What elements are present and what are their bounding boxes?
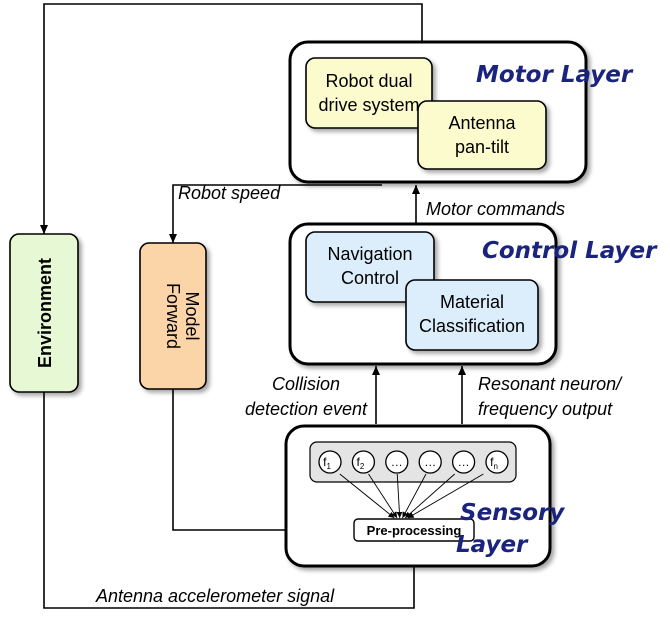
antenna-pan-tilt-box: [417, 100, 547, 170]
connectors: [40, 3, 466, 609]
preprocessing-label: Pre-processing: [367, 523, 462, 538]
fan-lines: [339, 473, 484, 519]
frequency-node-label: …: [458, 455, 470, 469]
fan-line: [407, 473, 484, 519]
robot-drive-label-1: Robot dual: [325, 71, 412, 91]
robot-speed-label: Robot speed: [178, 183, 281, 203]
forward-model-label-1: Forward: [163, 283, 183, 349]
robot-drive-box: [305, 57, 433, 129]
accelerometer-line: [43, 392, 418, 609]
resonant-label-2: frequency output: [478, 399, 613, 419]
frequency-node: [418, 450, 442, 474]
antenna-label-2: pan-tilt: [455, 137, 509, 157]
motor-commands-label: Motor commands: [426, 199, 565, 219]
frequency-node-label: f2: [357, 455, 365, 471]
material-label-2: Classification: [419, 316, 525, 336]
frequency-node-label: f1: [323, 455, 331, 471]
collision-label-1: Collision: [272, 374, 340, 394]
robot-drive-label-2: drive system: [318, 95, 419, 115]
frequency-node-label: …: [424, 455, 436, 469]
frequency-node-label: fn: [490, 455, 498, 471]
preprocessing-box: [353, 518, 475, 542]
antenna-label-1: Antenna: [448, 113, 516, 133]
frequency-nodes: f1 f2 … … … fn: [318, 450, 509, 474]
frequency-node: [318, 450, 342, 474]
frequency-node: [485, 450, 509, 474]
navigation-control-box: [305, 231, 435, 303]
forward-model-box: [139, 242, 207, 390]
frequency-node-label: …: [391, 455, 403, 469]
forward-model-label-2: Model: [182, 291, 202, 340]
frequency-node: [385, 450, 409, 474]
navigation-label-1: Navigation: [327, 244, 412, 264]
material-label-1: Material: [440, 292, 504, 312]
sensory-layer-title-1: Sensory: [460, 500, 565, 526]
environment-label: Environment: [35, 258, 55, 368]
environment-box: [9, 233, 79, 393]
sensory-layer-title-2: Layer: [456, 532, 529, 558]
motor-layer-title: Motor Layer: [476, 62, 634, 88]
robot-speed-line: [169, 184, 382, 243]
motor-to-environment-line: [40, 3, 423, 234]
frequency-node: [351, 450, 376, 474]
resonant-label-1: Resonant neuron/: [478, 374, 623, 394]
material-classification-box: [405, 279, 539, 351]
fan-line: [402, 473, 427, 519]
collision-label-2: detection event: [245, 399, 368, 419]
accelerometer-label: Antenna accelerometer signal: [95, 586, 335, 606]
control-layer-title: Control Layer: [482, 238, 658, 264]
navigation-label-2: Control: [341, 268, 399, 288]
fan-line: [396, 473, 403, 519]
fan-line: [339, 473, 395, 519]
fan-line: [404, 473, 455, 519]
fan-line: [368, 473, 398, 519]
frequency-node: [451, 450, 476, 474]
